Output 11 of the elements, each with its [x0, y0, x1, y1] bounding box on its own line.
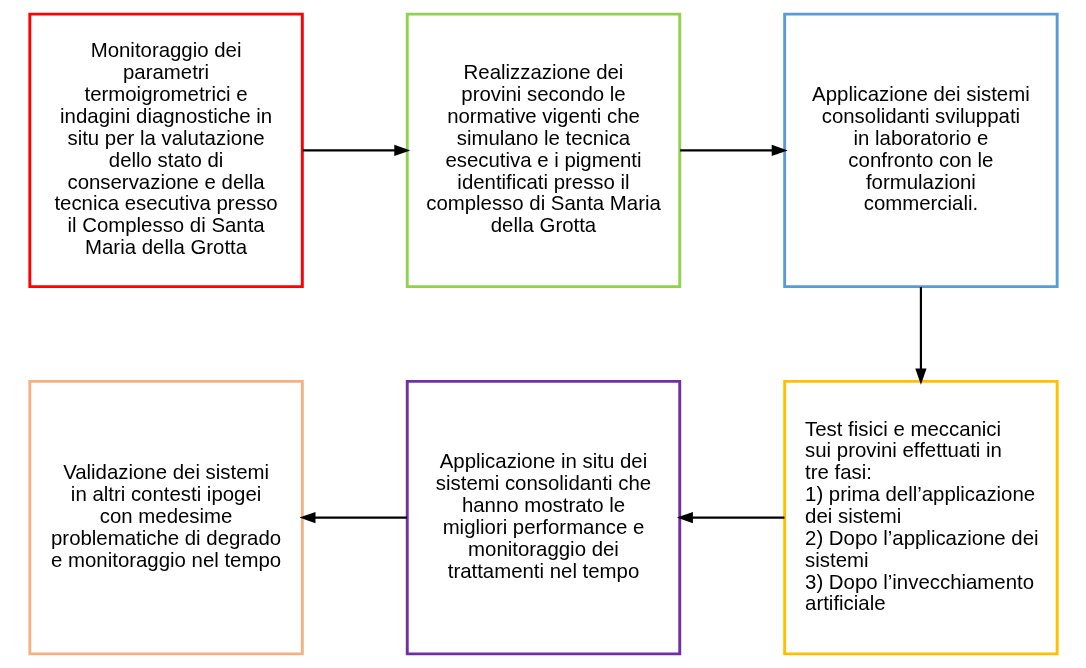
arrow: [298, 512, 407, 524]
arrow: [914, 287, 927, 385]
node-box: Applicazione in situ dei sistemi consolidanti che hanno mostrato le migliori performance e monitoraggio dei trattamenti nel tempo: [405, 379, 681, 656]
node-box: Test fisici e meccanici sui provini effettuati in tre fasi: 1) prima dell’applicazione dei sistemi 2) Dopo l’applicazione dei sistemi 3) Dopo l’invecchiamento artificiale: [782, 379, 1059, 656]
node-box: Validazione dei sistemi in altri contesti ipogei con medesime problematiche di degrado e monitoraggio nel tempo: [27, 379, 304, 656]
arrow: [676, 512, 784, 524]
node-box: Applicazione dei sistemi consolidanti sviluppati in laboratorio e confronto con le formulazioni commerciali.: [782, 12, 1059, 289]
arrow: [679, 144, 788, 156]
arrow: [302, 144, 410, 156]
node-box: Monitoraggio dei parametri termoigrometrici e indagini diagnostiche in situ per la valutazione dello stato di conservazione e della tecnica esecutiva presso il Complesso di Santa Maria della Grotta: [27, 12, 304, 289]
node-box: Realizzazione dei provini secondo le normative vigenti che simulano le tecnica esecutiva e i pigmenti identificati presso il complesso di Santa Maria della Grotta: [405, 12, 681, 289]
